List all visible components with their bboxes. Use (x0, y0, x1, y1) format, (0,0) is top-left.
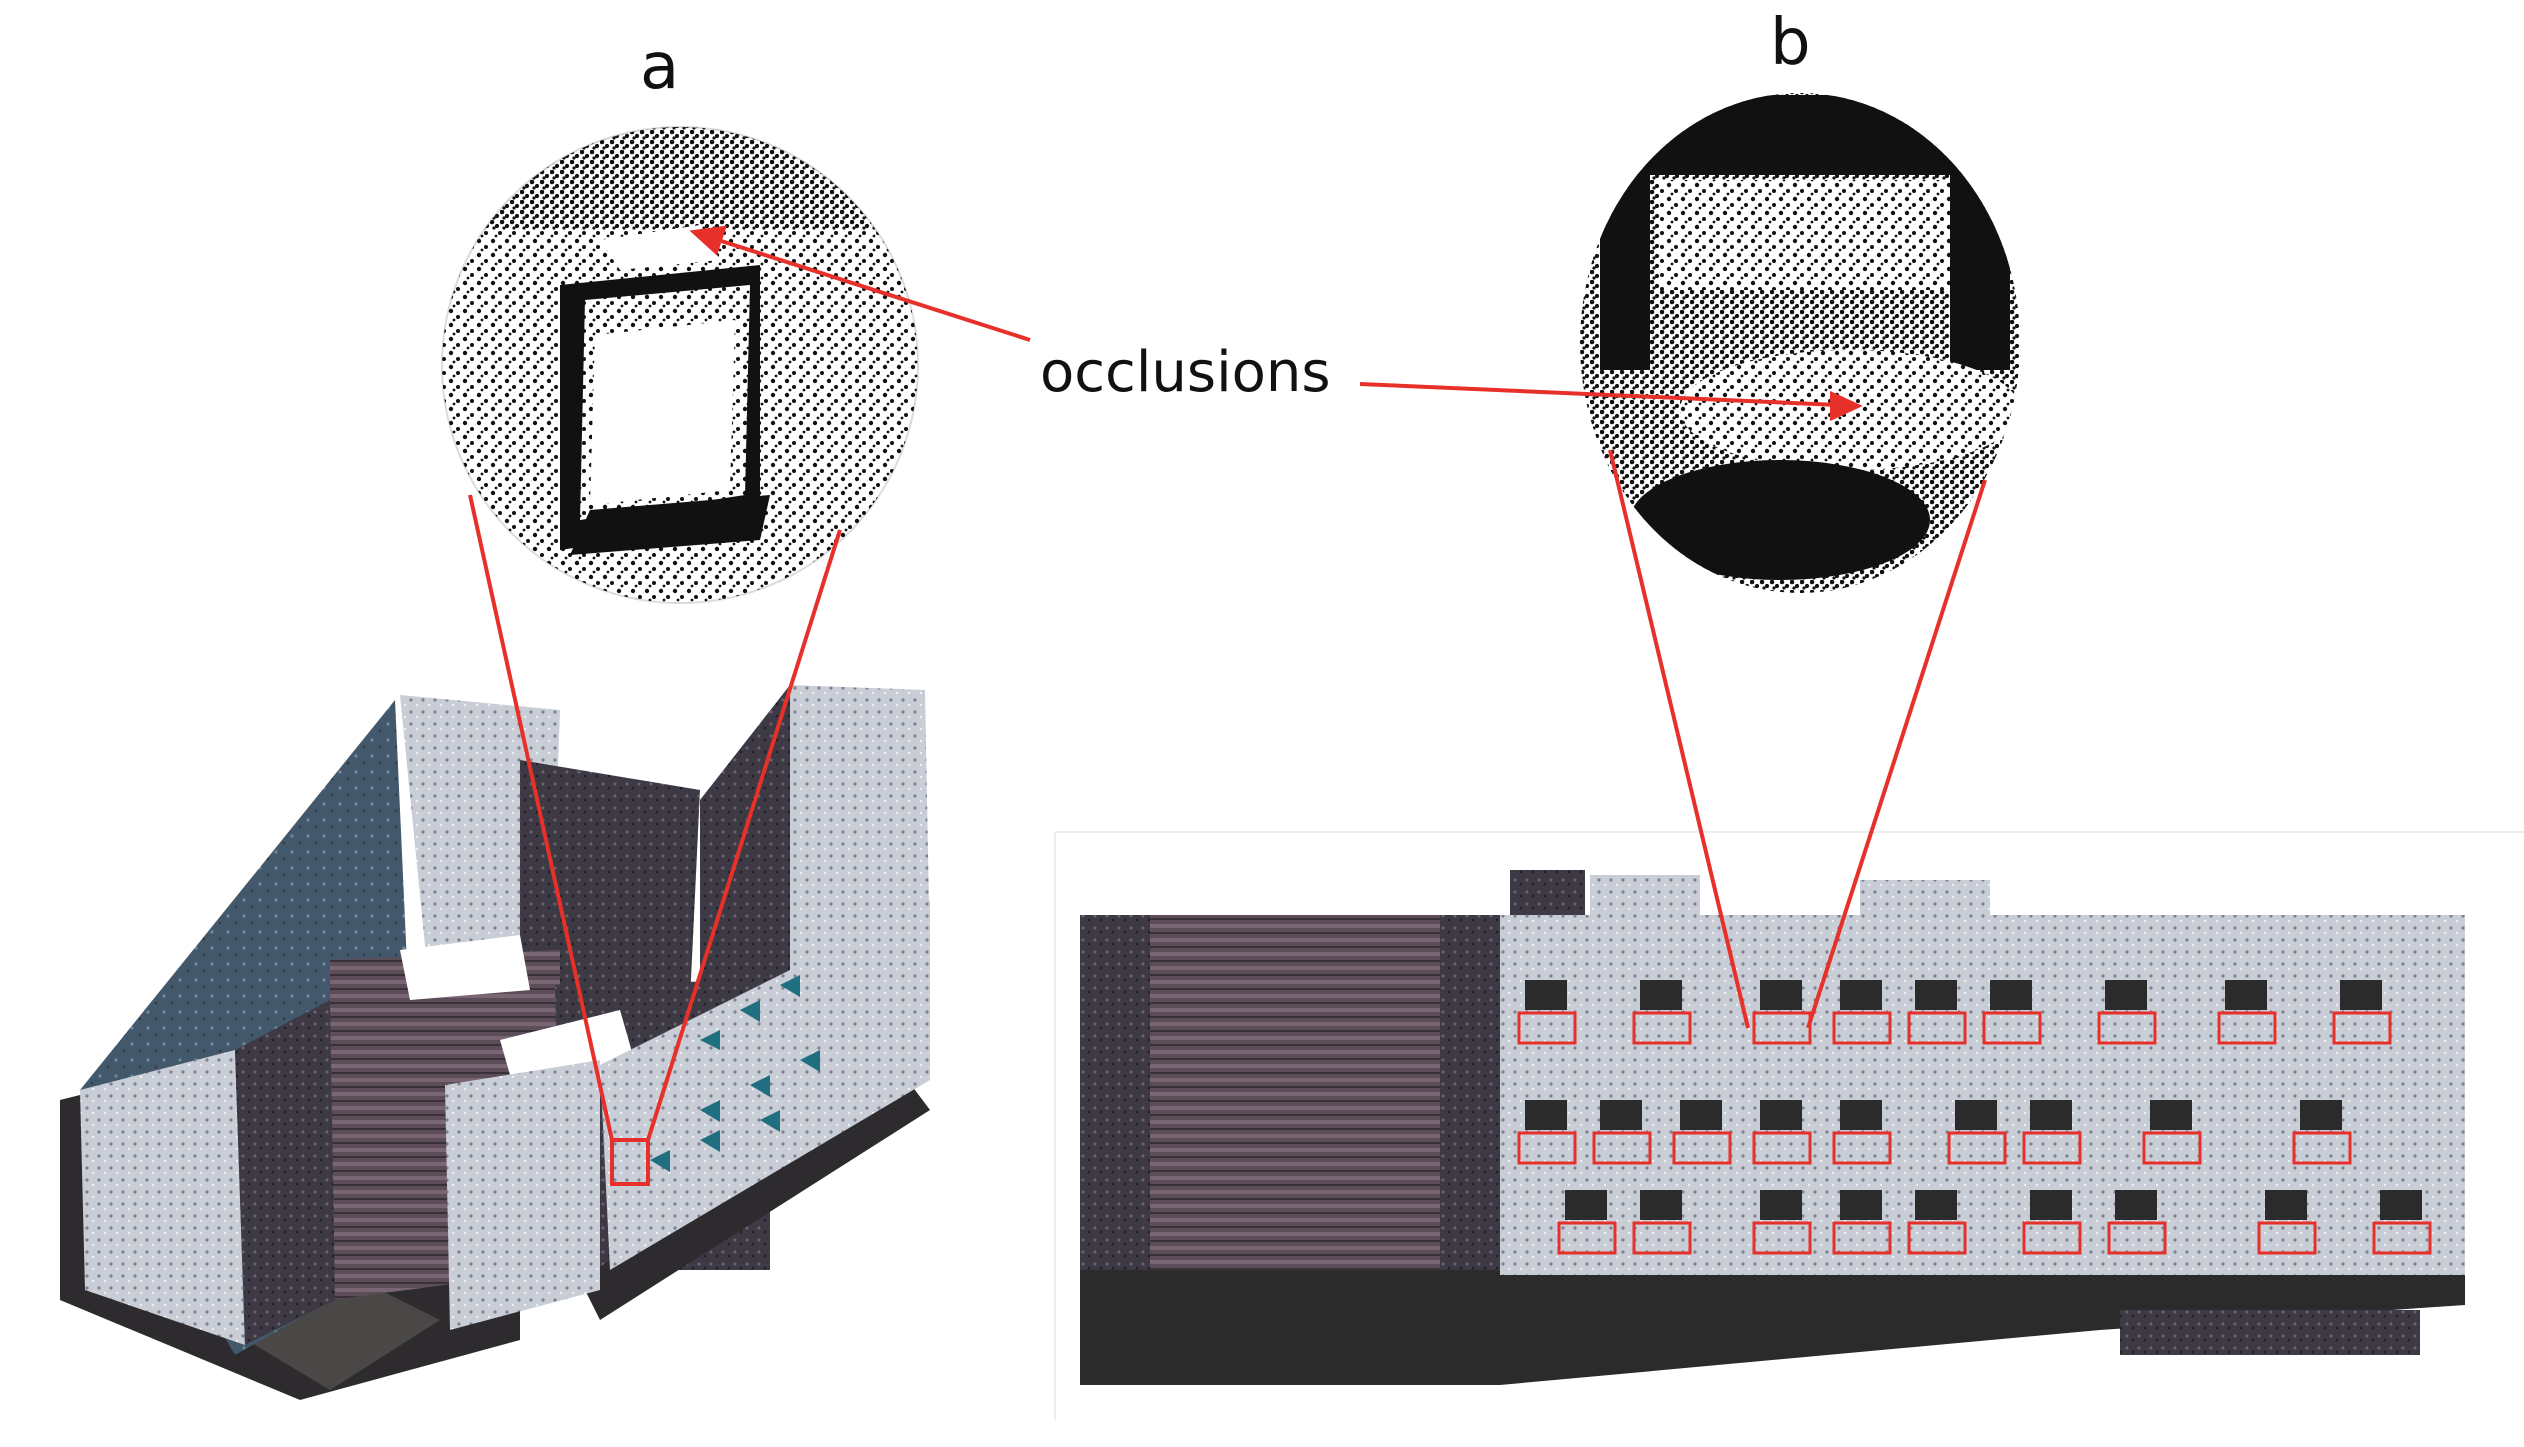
occlusion-box (2257, 1221, 2317, 1255)
occlusion-box (1752, 1131, 1812, 1165)
occlusion-box (1947, 1131, 2007, 1165)
occlusion-box (2292, 1131, 2352, 1165)
facade-window (1640, 980, 1682, 1010)
facade-window (1990, 980, 2032, 1010)
facade-window (1525, 980, 1567, 1010)
facade-window (2150, 1100, 2192, 1130)
callout-box-a (610, 1138, 650, 1186)
panel-label-a: a (640, 30, 680, 104)
arrow-to-b (1359, 382, 1839, 407)
facade-window (2265, 1190, 2307, 1220)
facade-window (1760, 980, 1802, 1010)
arrow-to-a (711, 236, 1031, 342)
facade-window (1760, 1190, 1802, 1220)
arrow-head-b-icon (1830, 390, 1863, 422)
occlusion-box (2142, 1131, 2202, 1165)
occlusion-box (2107, 1221, 2167, 1255)
facade-window (2030, 1190, 2072, 1220)
occlusion-box (1672, 1131, 1732, 1165)
occlusion-box (1752, 1221, 1812, 1255)
occlusion-box (1517, 1131, 1577, 1165)
occlusion-box (1632, 1011, 1692, 1045)
facade-window (2340, 980, 2382, 1010)
facade-windows (1525, 980, 2422, 1220)
occlusion-box (2022, 1131, 2082, 1165)
connector-a-right (646, 529, 842, 1141)
occlusion-box (1517, 1011, 1577, 1045)
occlusion-box (2217, 1011, 2277, 1045)
connector-a-left (468, 494, 614, 1141)
facade-window (2300, 1100, 2342, 1130)
occlusion-box (1832, 1011, 1892, 1045)
occlusion-box (1557, 1221, 1617, 1255)
facade-window (1840, 1100, 1882, 1130)
occlusion-box (2372, 1221, 2432, 1255)
facade-elevation-view (1054, 831, 2524, 1437)
facade-window (1760, 1100, 1802, 1130)
building-3d-view (60, 685, 930, 1400)
facade-window (2030, 1100, 2072, 1130)
zoom-circle-b (1580, 93, 2020, 593)
facade-window (2380, 1190, 2422, 1220)
zoom-connectors (468, 449, 1987, 1141)
facade-window (1680, 1100, 1722, 1130)
zoom-circle-a (441, 126, 919, 604)
occlusion-box (1832, 1131, 1892, 1165)
connector-b-left (1608, 449, 1750, 1029)
facade-window (2115, 1190, 2157, 1220)
facade-window (1915, 980, 1957, 1010)
occlusion-box (1832, 1221, 1892, 1255)
connector-b-right (1806, 479, 1987, 1029)
panel-label-b: b (1770, 6, 1811, 80)
occlusions-annotation: occlusions (1040, 340, 1331, 405)
arrow-head-a-icon (689, 225, 727, 256)
facade-window (1640, 1190, 1682, 1220)
occlusion-box (1907, 1221, 1967, 1255)
occlusion-box (1592, 1131, 1652, 1165)
occlusion-box (1907, 1011, 1967, 1045)
facade-window (2105, 980, 2147, 1010)
occlusion-box (2022, 1221, 2082, 1255)
occlusion-arrows (689, 225, 1863, 422)
facade-window (1840, 1190, 1882, 1220)
occlusion-box (2332, 1011, 2392, 1045)
facade-window (1955, 1100, 1997, 1130)
occlusion-box (1632, 1221, 1692, 1255)
facade-window (1565, 1190, 1607, 1220)
facade-window (1840, 980, 1882, 1010)
occlusion-box (1982, 1011, 2042, 1045)
occlusion-box (2097, 1011, 2157, 1045)
facade-window (1525, 1100, 1567, 1130)
facade-window (1915, 1190, 1957, 1220)
facade-window (2225, 980, 2267, 1010)
facade-window (1600, 1100, 1642, 1130)
